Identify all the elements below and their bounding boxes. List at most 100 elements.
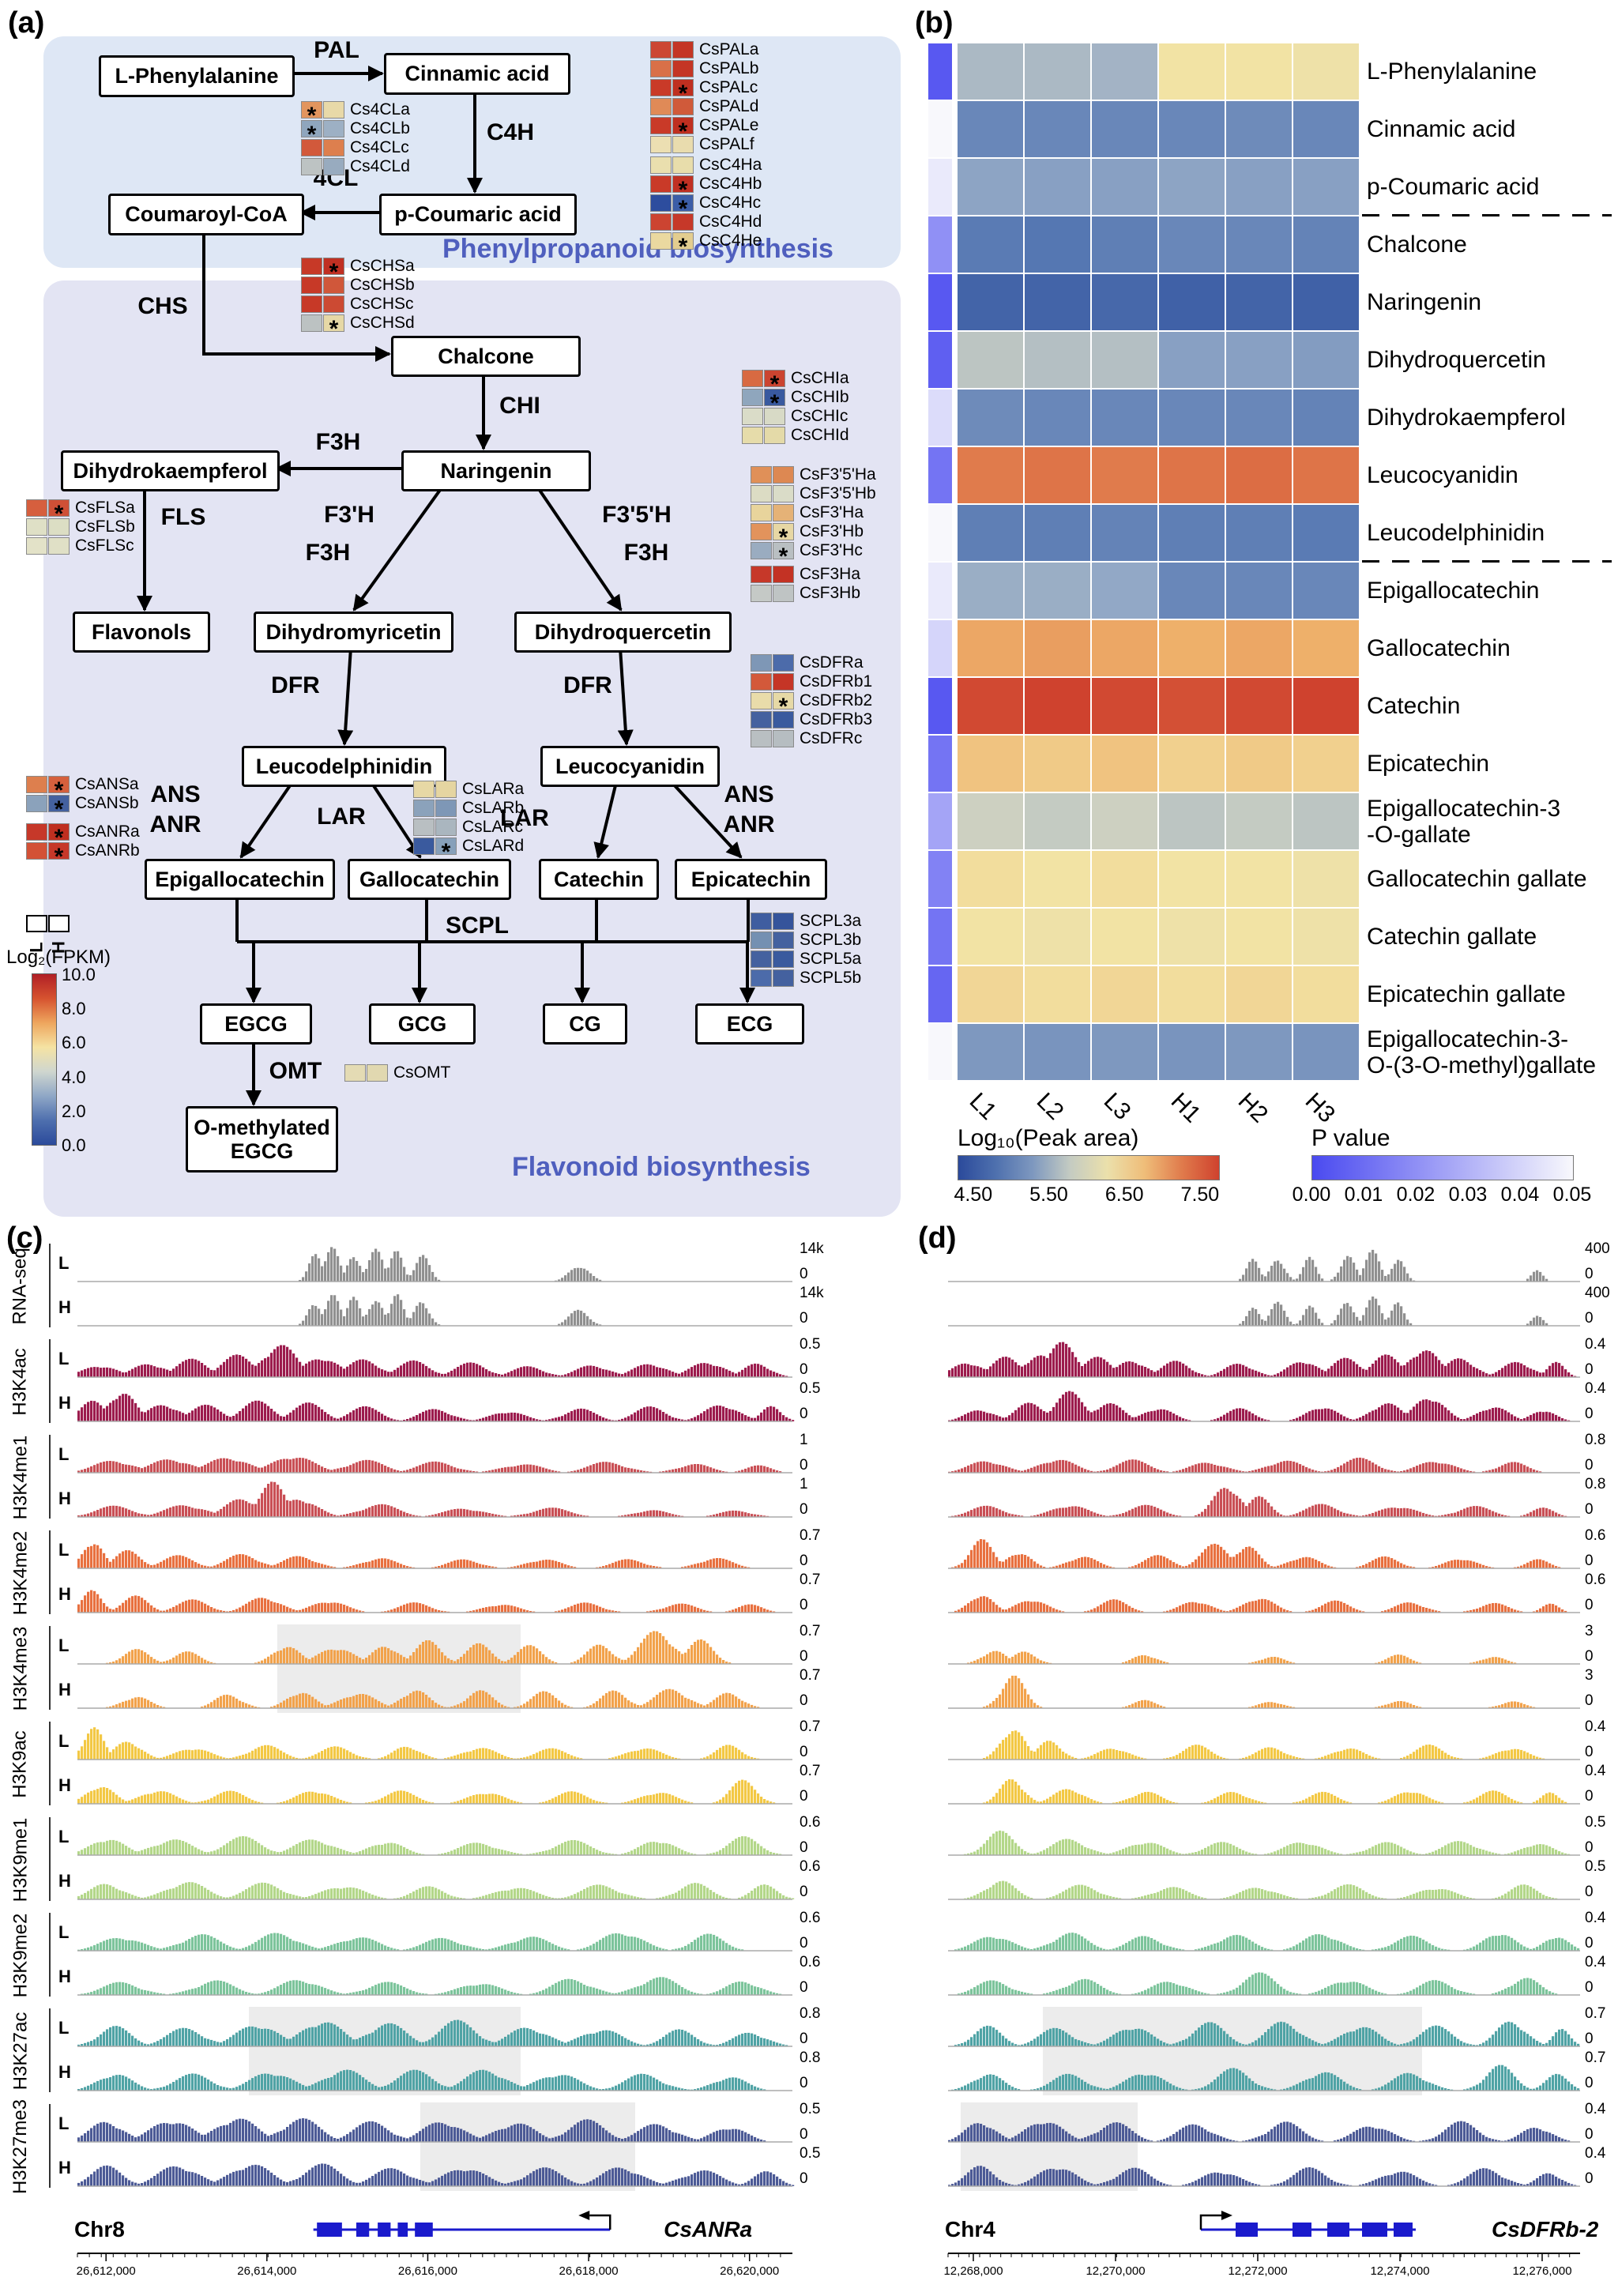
pathway-node-dihydroquercetin: Dihydroquercetin xyxy=(514,612,732,653)
gene-expression-cell-h xyxy=(48,518,70,536)
heatmap-cell xyxy=(1159,332,1225,388)
heatmap-row-label: Catechin gallate xyxy=(1367,924,1537,950)
gene-label-scpl5b: SCPL5b xyxy=(800,969,862,987)
gene-label-csc4hb: CsC4Hb xyxy=(699,175,762,193)
pvalue-tick: 0.01 xyxy=(1344,1184,1383,1206)
gene-expression-cell-h: * xyxy=(672,232,694,259)
gene-label-cspalc: CsPALc xyxy=(699,78,758,96)
heatmap-cell xyxy=(1226,216,1292,273)
track-scale-zero: 0 xyxy=(800,1266,808,1282)
heatmap-cell xyxy=(958,159,1023,215)
track-scale-zero: 0 xyxy=(800,1839,808,1856)
gene-label-cschib: CsCHIb xyxy=(791,388,849,406)
gene-expression-cell-l xyxy=(650,194,672,212)
heatmap-cell xyxy=(958,332,1023,388)
gene-expression-cell-h xyxy=(323,295,344,313)
track-row-label-h: H xyxy=(58,1584,71,1604)
heatmap-cell xyxy=(1025,736,1090,792)
fpkm-colorbar-tick: 2.0 xyxy=(62,1101,86,1121)
pathway-node-dihydrokaempferol: Dihydrokaempferol xyxy=(61,450,280,491)
ruler-coordinate: 12,276,000 xyxy=(1512,2264,1572,2278)
track-signal-h3k9me2-l xyxy=(948,1933,1580,1952)
heatmap-cell xyxy=(1159,966,1225,1022)
pathway-arrow xyxy=(239,781,294,859)
gene-label-scpl3a: SCPL3a xyxy=(800,912,862,930)
track-scale-zero: 0 xyxy=(800,1597,808,1613)
legend-box-h xyxy=(48,915,70,932)
heatmap-row-label: Catechin xyxy=(1367,693,1461,719)
pvalue-cell-dihydrokaempferol xyxy=(928,390,952,446)
heatmap-col-label-h1: H1 xyxy=(1165,1088,1206,1128)
heatmap-row-label: p-Coumaric acid xyxy=(1367,174,1540,200)
gene-expression-cell-l xyxy=(26,842,47,860)
heatmap-row-label: Dihydroquercetin xyxy=(1367,347,1546,373)
gene-label-csansb: CsANSb xyxy=(75,794,139,812)
track-row-label-h: H xyxy=(58,1489,71,1508)
pvalue-cell-catechin xyxy=(928,678,952,734)
heatmap-cell xyxy=(1226,966,1292,1022)
enzyme-label-lar: LAR xyxy=(317,804,366,830)
heatmap-row-label: Epicatechin gallate xyxy=(1367,981,1566,1007)
track-scale-max: 0.7 xyxy=(800,1763,821,1779)
gene-expression-cell-l xyxy=(301,314,322,332)
heatmap-col-label-l3: L3 xyxy=(1098,1088,1136,1125)
heatmap-cell xyxy=(1092,563,1157,619)
track-signal-h3k27ac-h xyxy=(77,2069,792,2091)
track-row-label-l: L xyxy=(58,1349,70,1368)
track-scale-zero: 0 xyxy=(1585,2126,1594,2143)
track-signal-h3k27ac-h xyxy=(948,2065,1580,2091)
track-signal-h3k27ac-l xyxy=(948,2021,1580,2047)
gene-expression-cell-h: * xyxy=(773,523,794,550)
gene-expression-cell-h: * xyxy=(48,499,70,526)
pathway-arrows xyxy=(137,66,755,1106)
legend-box-l xyxy=(26,915,47,932)
track-scale-max: 0.5 xyxy=(1585,1814,1606,1831)
track-scale-max: 0.6 xyxy=(800,1910,821,1926)
enzyme-label-dfr: DFR xyxy=(563,672,612,698)
gene-expression-cell-l xyxy=(344,1064,366,1082)
track-group-label-wrap: H3K4ac xyxy=(2,1338,40,1426)
track-signal-h3k27me3-l xyxy=(77,2118,792,2143)
track-signal-h3k4me3-h xyxy=(948,1675,1580,1709)
heatmap-cell xyxy=(1025,159,1090,215)
heatmap-cell xyxy=(958,216,1023,273)
track-scale-max: 0.6 xyxy=(1585,1571,1606,1588)
track-scale-max: 0.5 xyxy=(800,1380,821,1397)
track-group-bracket xyxy=(49,2008,51,2092)
track-row-label-l: L xyxy=(58,1922,70,1942)
gene-label-cs4clb: Cs4CLb xyxy=(350,119,410,137)
track-scale-max: 0.4 xyxy=(1585,1718,1606,1735)
heatmap-cell xyxy=(1025,43,1090,100)
track-scale-zero: 0 xyxy=(1585,2031,1594,2047)
track-signal-h3k4me3-l xyxy=(77,1631,792,1665)
pathway-node-epigallocatechin: Epigallocatechin xyxy=(145,859,335,900)
gene-expression-cell-h xyxy=(672,213,694,231)
track-scale-max: 0.7 xyxy=(800,1571,821,1588)
track-scale-max: 0.5 xyxy=(800,2101,821,2117)
gene-expression-cell-h xyxy=(435,781,457,798)
ruler-coordinate: 26,616,000 xyxy=(397,2264,457,2278)
fpkm-colorbar-tick: 6.0 xyxy=(62,1033,86,1053)
heatmap-row-label: Dihydrokaempferol xyxy=(1367,405,1566,431)
gene-label-cspale: CsPALe xyxy=(699,116,759,134)
gene-expression-cell-h xyxy=(435,819,457,836)
peak-area-tick: 4.50 xyxy=(954,1184,993,1206)
track-signal-h3k4me3-l xyxy=(948,1650,1580,1665)
heatmap-row-label: Gallocatechin gallate xyxy=(1367,866,1587,892)
track-row-label-l: L xyxy=(58,1731,70,1751)
gene-expression-cell-l xyxy=(650,117,672,134)
track-scale-max: 0.7 xyxy=(800,1623,821,1639)
track-scale-zero: 0 xyxy=(800,1935,808,1952)
enzyme-label-anr: ANR xyxy=(149,811,201,837)
gene-expression-cell-l xyxy=(650,232,672,250)
track-scale-zero: 0 xyxy=(800,1501,808,1518)
track-scale-max: 400 xyxy=(1585,1285,1610,1301)
gene-label-cschsd: CsCHSd xyxy=(350,314,415,332)
track-group-label-wrap: H3K9me1 xyxy=(2,1816,40,1904)
track-scale-zero: 0 xyxy=(800,2075,808,2091)
track-group-bracket xyxy=(49,1530,51,1614)
track-signal-h3k4ac-h xyxy=(948,1391,1580,1422)
gene-expression-cell-h xyxy=(48,537,70,555)
fpkm-colorbar-title: Log₂(FPKM) xyxy=(6,947,111,968)
